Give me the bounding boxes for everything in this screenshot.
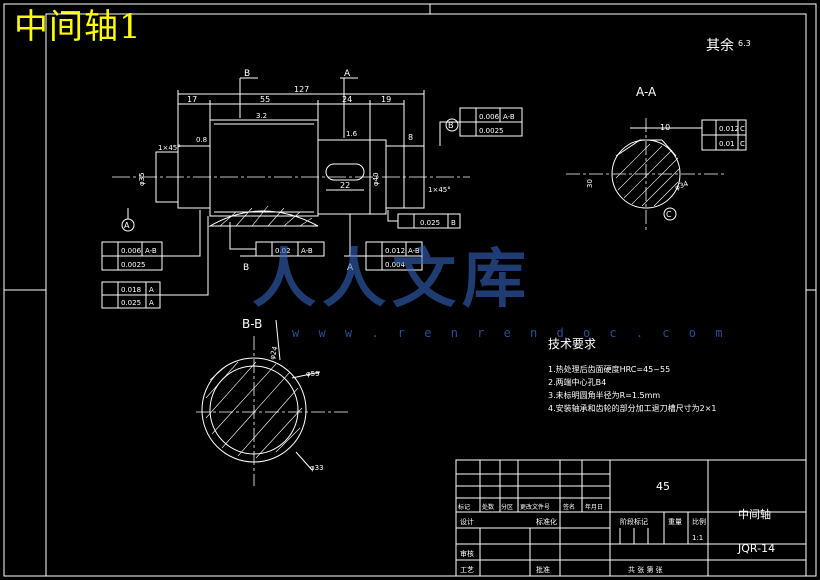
watermark-brand: 人人文库 <box>252 242 532 317</box>
tb-weight: 重量 <box>668 518 682 526</box>
tol5-value: 0.012 <box>385 247 405 255</box>
tol7-datum2: C <box>740 140 745 148</box>
section-aa-title: A-A <box>636 85 657 99</box>
tol7-datum: C <box>740 125 745 133</box>
tol6-datum: B <box>451 219 456 227</box>
tol3-datum: A <box>149 286 154 294</box>
tol2-value: 0.006 <box>479 113 500 121</box>
tol3-value2: 0.025 <box>121 299 141 307</box>
tol3-value: 0.018 <box>121 286 141 294</box>
surface-note: 其余 <box>706 37 734 54</box>
tb-change-doc: 更改文件号 <box>520 503 550 511</box>
tb-approve: 批准 <box>536 565 550 574</box>
tol3-datum2: A <box>149 299 154 307</box>
tb-craft: 工艺 <box>460 566 474 574</box>
tb-count: 处数 <box>482 503 494 511</box>
dim-phi35: φ35 <box>138 172 146 186</box>
tech-req-heading: 技术要求 <box>548 337 596 351</box>
tb-scale-label: 比例 <box>692 517 706 526</box>
tol2-datum: A-B <box>503 113 515 121</box>
tol5-value2: 0.004 <box>385 261 406 269</box>
drawing-number: JQR-14 <box>737 542 775 555</box>
rough-16: 1.6 <box>346 130 358 138</box>
title-block <box>455 459 807 577</box>
tol1-value: 0.006 <box>121 247 142 255</box>
tb-sign: 签名 <box>563 503 575 511</box>
surface-value: 6.3 <box>738 39 751 48</box>
dim-8: 8 <box>408 133 413 142</box>
rough-32: 3.2 <box>256 112 267 120</box>
chamfer-left: 1×45° <box>158 144 181 152</box>
dim-phi24: φ24 <box>268 345 279 361</box>
dim-phi33: φ33 <box>310 464 324 472</box>
tol1-datum: A-B <box>145 247 157 255</box>
tech-req-3: 3.未标明圆角半径为R=1.5mm <box>548 390 660 400</box>
dim-30: 30 <box>586 179 594 188</box>
tol4-value: 0.02 <box>275 247 291 255</box>
tb-date: 年月日 <box>585 503 603 511</box>
label-a-top: A <box>344 69 351 79</box>
tb-scale-value: 1:1 <box>692 534 703 542</box>
dim-phi59: φ59 <box>306 370 320 378</box>
tb-review: 审核 <box>460 549 474 558</box>
section-bb-view <box>196 319 350 486</box>
tol4-datum: A-B <box>301 247 313 255</box>
datum-a: A <box>124 221 130 230</box>
tol1-value2: 0.0025 <box>121 261 146 269</box>
tech-req-1: 1.热处理后齿面硬度HRC=45~55 <box>548 364 670 374</box>
tol2-value2: 0.0025 <box>479 127 504 135</box>
tb-design: 设计 <box>460 517 474 526</box>
watermark-url: w w w . r e n r e n d o c . c o m <box>292 326 729 340</box>
tb-standardize: 标准化 <box>536 517 557 526</box>
dim-10: 10 <box>660 123 670 132</box>
dim-phi34: φ34 <box>674 180 690 192</box>
tol7-value2: 0.01 <box>719 140 735 148</box>
dim-22: 22 <box>340 181 350 190</box>
part-name: 中间轴 <box>738 507 771 521</box>
datum-b: B <box>448 121 454 130</box>
dim-17: 17 <box>187 95 197 104</box>
drawing-title: 中间轴1 <box>14 7 142 47</box>
label-b-top: B <box>244 69 250 79</box>
section-aa-view <box>566 118 747 230</box>
datum-c: C <box>666 210 672 219</box>
tb-sheets: 共 张 第 张 <box>628 565 663 574</box>
section-bb-title: B-B <box>242 317 262 331</box>
tb-stage-mark: 阶段标记 <box>620 517 648 526</box>
label-a-bottom: A <box>347 263 354 273</box>
rough-08: 0.8 <box>196 136 207 144</box>
dim-127: 127 <box>294 85 309 94</box>
tol5-datum: A-B <box>408 247 420 255</box>
drawing-frame <box>45 13 807 577</box>
tech-req-4: 4.安装轴承和齿轮的部分加工退刀槽尺寸为2×1 <box>548 403 717 413</box>
tech-req-2: 2.两端中心孔B4 <box>548 377 606 387</box>
chamfer: 1×45° <box>428 186 451 194</box>
material: 45 <box>656 480 670 493</box>
shaft-main-view <box>101 77 523 309</box>
label-b-bottom: B <box>243 263 249 273</box>
dim-phi40: φ40 <box>372 172 380 186</box>
tol7-value: 0.012 <box>719 125 739 133</box>
tb-zone: 分区 <box>501 503 513 511</box>
dim-24: 24 <box>342 95 352 104</box>
dim-19: 19 <box>381 95 391 104</box>
tol6-value: 0.025 <box>420 219 440 227</box>
dim-55: 55 <box>260 95 270 104</box>
tb-mark: 标记 <box>458 503 470 511</box>
